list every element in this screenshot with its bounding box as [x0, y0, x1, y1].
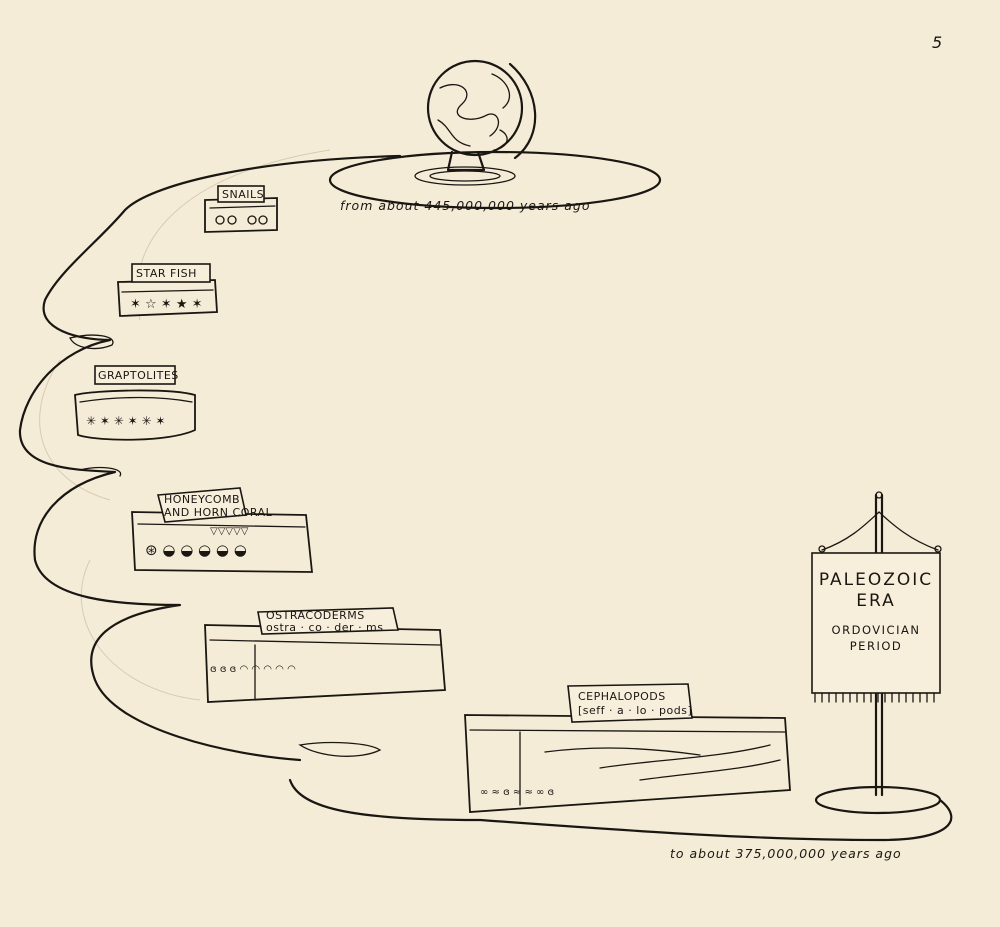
fossil-label-line: STAR FISH	[136, 267, 197, 280]
fossil-block-ostracoderms: ɞ ɞ ɞ ◠ ◠ ◠ ◠ ◠ OSTRACODERMS ostra · co …	[204, 607, 446, 703]
coral-icon: ⊛ ◒ ◒ ◒ ◒ ◒	[145, 541, 247, 559]
fossil-label-line: HONEYCOMB	[164, 493, 240, 506]
fossil-label-card	[567, 683, 693, 723]
graptolite-icon: ✳ ✶ ✳ ✶ ✳ ✶	[86, 414, 165, 428]
fossil-block-honeycomb: ⊛ ◒ ◒ ◒ ◒ ◒ ▽▽▽▽▽ HONEYCOMB AND HORN COR…	[131, 487, 314, 573]
path-fragment	[69, 334, 114, 350]
banner-line: ERA	[856, 591, 896, 611]
path-fragment	[79, 466, 122, 477]
fossil-label-card	[257, 607, 399, 635]
fossil-label-card	[217, 185, 265, 203]
fossil-block-cephalopods: ∞ ≈ ɞ ≈ ≈ ∞ ɞ CEPHALOPODS [seff · a · lo…	[464, 683, 791, 813]
fossil-block-starfish: ✶ ☆ ✶ ★ ✶ STAR FISH	[117, 263, 218, 317]
end-caption: to about 375,000,000 years ago	[670, 846, 902, 861]
fossil-block-graptolites: ✳ ✶ ✳ ✶ ✳ ✶ GRAPTOLITES	[74, 365, 196, 441]
horn-coral-icon: ▽▽▽▽▽	[210, 526, 249, 537]
starfish-icon: ✶ ☆ ✶ ★ ✶	[130, 297, 203, 312]
fossil-label-card	[131, 263, 211, 283]
cephalopod-icon: ∞ ≈ ɞ ≈ ≈ ∞ ɞ	[480, 787, 554, 798]
start-caption: from about 445,000,000 years ago	[340, 198, 591, 213]
page-number: 5	[932, 33, 942, 52]
fossil-label-line: GRAPTOLITES	[98, 369, 179, 382]
globe-icon	[328, 59, 662, 210]
banner-line: ORDOVICIAN	[832, 623, 921, 637]
fossil-label-line: CEPHALOPODS	[578, 690, 666, 703]
path-fragment	[298, 741, 382, 757]
time-path	[18, 154, 953, 842]
banner-line: PALEOZOIC	[819, 570, 933, 590]
banner-cloth	[811, 552, 941, 694]
fossil-label-line: [seff · a · lo · pods]	[578, 704, 692, 717]
fossil-label-line: AND HORN CORAL	[164, 506, 273, 519]
ostracoderm-icon: ɞ ɞ ɞ ◠ ◠ ◠ ◠ ◠	[210, 664, 296, 675]
fossil-label-card	[156, 487, 247, 523]
fossil-label-card	[94, 365, 176, 385]
fossil-label-line: OSTRACODERMS	[266, 609, 365, 622]
fossil-label-line: SNAILS	[222, 188, 264, 201]
banner-line: PERIOD	[850, 639, 903, 653]
fossil-block-snails: SNAILS	[204, 185, 278, 233]
fossil-label-line: ostra · co · der · ms	[266, 621, 384, 634]
era-banner: PALEOZOIC ERA ORDOVICIAN PERIOD	[811, 491, 942, 815]
